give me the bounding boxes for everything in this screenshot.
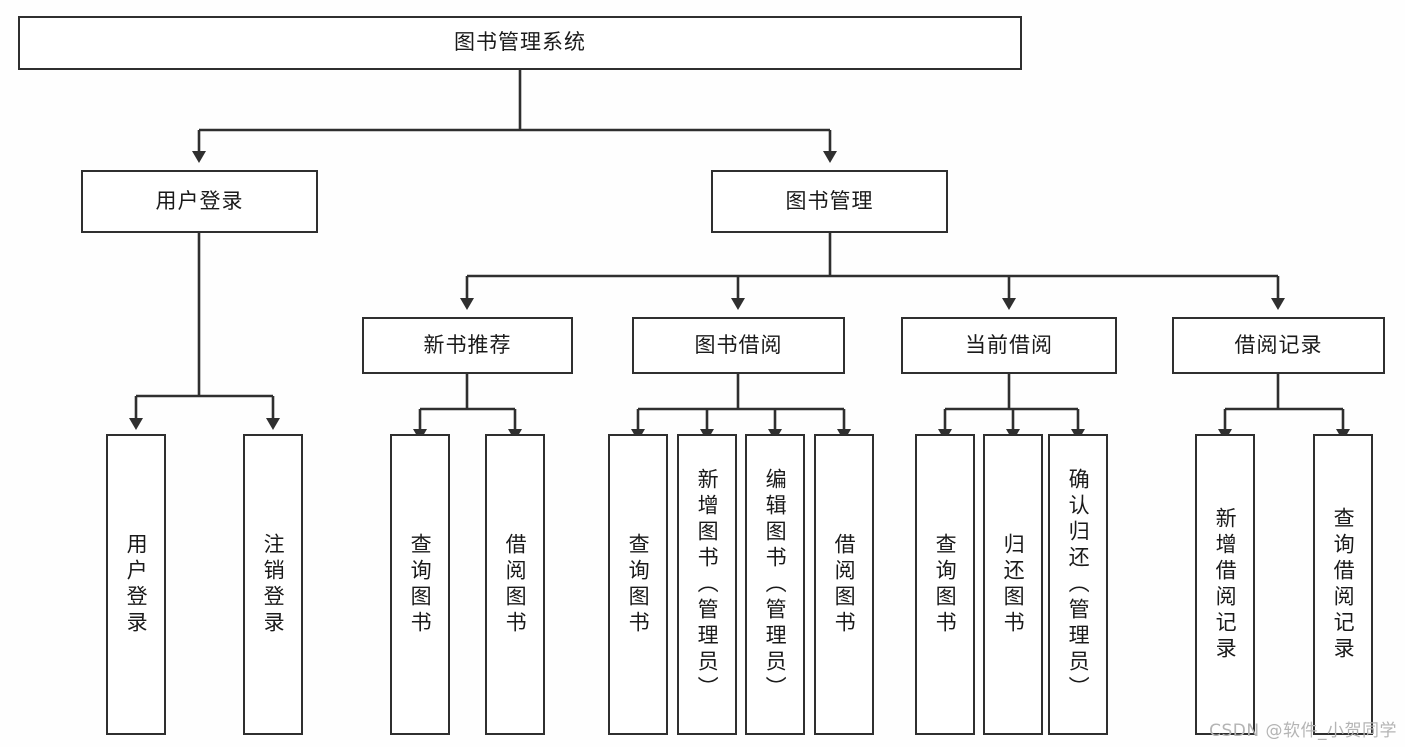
leaf-borrow-query-book[interactable]: 查询图书 bbox=[608, 434, 668, 735]
node-book-borrow-label: 图书借阅 bbox=[694, 332, 783, 357]
leaf-record-add-record-label: 新增借阅记录 bbox=[1213, 506, 1238, 663]
node-new-book-recommend[interactable]: 新书推荐 bbox=[362, 317, 573, 374]
node-borrow-record-label: 借阅记录 bbox=[1234, 332, 1323, 357]
leaf-borrow-edit-book-admin-label: 编辑图书（管理员） bbox=[763, 467, 788, 702]
node-current-borrow-label: 当前借阅 bbox=[965, 332, 1053, 357]
node-book-management[interactable]: 图书管理 bbox=[711, 170, 948, 233]
node-borrow-record[interactable]: 借阅记录 bbox=[1172, 317, 1385, 374]
node-root-system[interactable]: 图书管理系统 bbox=[18, 16, 1022, 70]
leaf-current-confirm-return-admin-label: 确认归还（管理员） bbox=[1066, 467, 1091, 702]
leaf-borrow-query-book-label: 查询图书 bbox=[626, 532, 651, 637]
node-current-borrow[interactable]: 当前借阅 bbox=[901, 317, 1117, 374]
leaf-current-return-book[interactable]: 归还图书 bbox=[983, 434, 1043, 735]
leaf-recommend-query-book-label: 查询图书 bbox=[408, 532, 433, 637]
watermark: CSDN @软件_小贺同学 bbox=[1209, 721, 1397, 741]
leaf-current-return-book-label: 归还图书 bbox=[1001, 532, 1026, 637]
leaf-borrow-add-book-admin-label: 新增图书（管理员） bbox=[695, 467, 720, 702]
leaf-current-confirm-return-admin[interactable]: 确认归还（管理员） bbox=[1048, 434, 1108, 735]
node-new-book-recommend-label: 新书推荐 bbox=[423, 332, 512, 357]
leaf-borrow-borrow-book[interactable]: 借阅图书 bbox=[814, 434, 874, 735]
leaf-user-login-logout-label: 注销登录 bbox=[261, 532, 286, 637]
leaf-record-query-record-label: 查询借阅记录 bbox=[1331, 506, 1356, 663]
leaf-user-login-login[interactable]: 用户登录 bbox=[106, 434, 166, 735]
node-book-borrow[interactable]: 图书借阅 bbox=[632, 317, 845, 374]
node-book-management-label: 图书管理 bbox=[785, 188, 874, 213]
node-user-login[interactable]: 用户登录 bbox=[81, 170, 318, 233]
node-root-system-label: 图书管理系统 bbox=[454, 30, 586, 55]
leaf-borrow-borrow-book-label: 借阅图书 bbox=[832, 532, 857, 637]
leaf-recommend-borrow-book-label: 借阅图书 bbox=[503, 532, 528, 637]
node-user-login-label: 用户登录 bbox=[155, 188, 244, 213]
leaf-user-login-login-label: 用户登录 bbox=[124, 532, 149, 637]
leaf-current-query-book[interactable]: 查询图书 bbox=[915, 434, 975, 735]
leaf-recommend-query-book[interactable]: 查询图书 bbox=[390, 434, 450, 735]
leaf-record-add-record[interactable]: 新增借阅记录 bbox=[1195, 434, 1255, 735]
leaf-recommend-borrow-book[interactable]: 借阅图书 bbox=[485, 434, 545, 735]
leaf-record-query-record[interactable]: 查询借阅记录 bbox=[1313, 434, 1373, 735]
leaf-borrow-add-book-admin[interactable]: 新增图书（管理员） bbox=[677, 434, 737, 735]
leaf-current-query-book-label: 查询图书 bbox=[933, 532, 958, 637]
leaf-borrow-edit-book-admin[interactable]: 编辑图书（管理员） bbox=[745, 434, 805, 735]
leaf-user-login-logout[interactable]: 注销登录 bbox=[243, 434, 303, 735]
